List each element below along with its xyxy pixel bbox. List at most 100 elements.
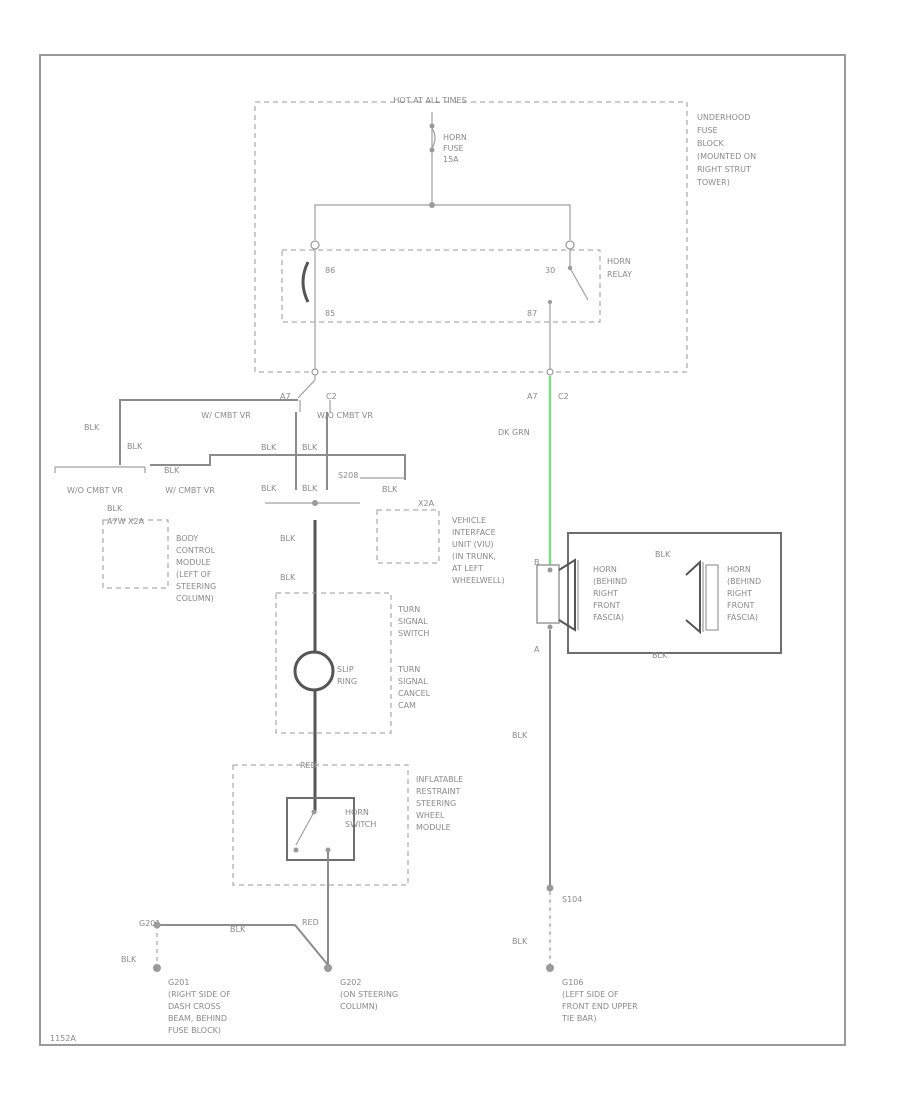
blk-wire-label-16: BLK xyxy=(512,731,528,740)
g201-ground-wire xyxy=(157,924,329,966)
split-stubs xyxy=(299,400,331,412)
underhood-fuse-block-outline xyxy=(254,101,688,373)
svg-text:(RIGHT SIDE OF: (RIGHT SIDE OF xyxy=(168,990,231,999)
svg-text:RESTRAINT: RESTRAINT xyxy=(416,787,461,796)
c2-left-pin: A7 xyxy=(280,392,291,401)
vim-pin-label: X2A xyxy=(418,499,435,508)
g106-ground-icon xyxy=(546,964,554,972)
svg-text:WHEELWELL): WHEELWELL) xyxy=(452,576,505,585)
svg-text:BEAM, BEHIND: BEAM, BEHIND xyxy=(168,1014,227,1023)
blk-wire-label-8: BLK xyxy=(382,485,398,494)
cmbt-vr-split-wire xyxy=(119,399,298,440)
lower-left-label: W/O CMBT VR xyxy=(67,486,123,495)
svg-text:FUSE: FUSE xyxy=(697,126,718,135)
svg-text:FRONT END UPPER: FRONT END UPPER xyxy=(562,1002,638,1011)
splice-s208-label: S208 xyxy=(338,471,358,480)
lower-right-label: W/ CMBT VR xyxy=(165,486,215,495)
blk-wire-label-12: BLK xyxy=(230,925,246,934)
airbag-module-label: INFLATABLE RESTRAINT STEERING WHEEL MODU… xyxy=(416,775,463,832)
split-left-label: W/ CMBT VR xyxy=(201,411,251,420)
c2-right-terminal xyxy=(546,368,554,376)
g201-s-label: G201 xyxy=(139,919,160,928)
blk-harness-wire xyxy=(119,440,406,480)
bcm-connector-bar xyxy=(54,466,146,473)
blk-wire-label-6: BLK xyxy=(261,484,277,493)
svg-text:FRONT: FRONT xyxy=(593,601,620,610)
svg-text:MODULE: MODULE xyxy=(176,558,211,567)
horn-switch-pivot xyxy=(311,809,317,815)
blk-wire-label-14: BLK xyxy=(655,550,671,559)
blk-wire-label-5: BLK xyxy=(302,443,318,452)
red-wire-label-2: RED xyxy=(302,918,319,927)
svg-text:(MOUNTED ON: (MOUNTED ON xyxy=(697,152,756,161)
c2-left-label: C2 xyxy=(326,392,337,401)
g201-ground-icon xyxy=(153,964,161,972)
svg-text:WHEEL: WHEEL xyxy=(416,811,445,820)
blk-wire-label-4: BLK xyxy=(261,443,277,452)
fuse-to-relay-bus xyxy=(314,204,571,240)
horn-assembly-box xyxy=(567,532,782,654)
horn-relay-label: HORN RELAY xyxy=(607,257,632,279)
svg-text:HORN: HORN xyxy=(345,808,369,817)
svg-text:SWITCH: SWITCH xyxy=(398,629,429,638)
outer-frame xyxy=(39,54,846,1046)
svg-text:TURN: TURN xyxy=(397,605,420,614)
horn-fuse-label: HORN FUSE 15A xyxy=(443,133,467,164)
blk-wire-label-11: BLK xyxy=(280,573,296,582)
svg-text:RING: RING xyxy=(337,677,357,686)
left-horn-icon xyxy=(536,558,579,632)
bcm-label: BODY CONTROL MODULE (LEFT OF STEERING CO… xyxy=(176,534,216,603)
relay-terminal-86 xyxy=(310,240,320,250)
svg-text:15A: 15A xyxy=(443,155,459,164)
svg-text:HORN: HORN xyxy=(443,133,467,142)
split-right-label: W/O CMBT VR xyxy=(317,411,373,420)
svg-text:TURN: TURN xyxy=(397,665,420,674)
vehicle-interface-unit-outline xyxy=(376,509,440,564)
svg-text:SIGNAL: SIGNAL xyxy=(398,617,428,626)
horn-switch-contact-right xyxy=(325,847,331,853)
red-wire-label-1: RED xyxy=(300,761,317,770)
blk-wire-label-15: BLK xyxy=(652,651,668,660)
bcm-pin-labels: A7W X2A xyxy=(107,517,145,526)
svg-text:FRONT: FRONT xyxy=(727,601,754,610)
g201-description: G201 (RIGHT SIDE OF DASH CROSS BEAM, BEH… xyxy=(168,978,231,1035)
relay-contact-87 xyxy=(548,300,552,304)
svg-text:CAM: CAM xyxy=(398,701,416,710)
blk-wire-label-9: BLK xyxy=(107,504,123,513)
svg-text:INFLATABLE: INFLATABLE xyxy=(416,775,463,784)
svg-text:CANCEL: CANCEL xyxy=(398,689,431,698)
horn-pin-b-dot xyxy=(547,567,553,573)
svg-text:SWITCH: SWITCH xyxy=(345,820,376,829)
svg-text:FUSE BLOCK): FUSE BLOCK) xyxy=(168,1026,221,1035)
horn-switch-box xyxy=(286,797,355,861)
svg-text:COLUMN): COLUMN) xyxy=(176,594,214,603)
svg-text:FUSE: FUSE xyxy=(443,144,464,153)
s104-label: S104 xyxy=(562,895,582,904)
svg-text:RIGHT: RIGHT xyxy=(593,589,618,598)
g106-description: G106 (LEFT SIDE OF FRONT END UPPER TIE B… xyxy=(561,978,638,1023)
svg-text:HORN: HORN xyxy=(607,257,631,266)
svg-text:COLUMN): COLUMN) xyxy=(340,1002,378,1011)
blk-wire-label-10: BLK xyxy=(280,534,296,543)
pin-30-label: 30 xyxy=(545,266,555,275)
body-control-module-outline xyxy=(102,519,169,589)
svg-text:STEERING: STEERING xyxy=(176,582,216,591)
figure-id: 1152A xyxy=(50,1034,76,1043)
fuse-block-label: UNDERHOOD FUSE BLOCK (MOUNTED ON RIGHT S… xyxy=(696,113,756,187)
svg-text:RELAY: RELAY xyxy=(607,270,632,279)
svg-text:SLIP: SLIP xyxy=(337,665,354,674)
svg-text:G106: G106 xyxy=(562,978,583,987)
c2-right-label: C2 xyxy=(558,392,569,401)
horn-switch-label: HORN SWITCH xyxy=(345,808,376,829)
svg-text:STEERING: STEERING xyxy=(416,799,456,808)
left-horn-label: HORN (BEHIND RIGHT FRONT FASCIA) xyxy=(593,565,627,622)
splice-s208-dot xyxy=(312,500,318,506)
horn-pin-a-dot xyxy=(547,624,553,630)
svg-text:RIGHT STRUT: RIGHT STRUT xyxy=(697,165,751,174)
blk-wire-label-1: BLK xyxy=(84,423,100,432)
svg-text:SIGNAL: SIGNAL xyxy=(398,677,428,686)
svg-text:VEHICLE: VEHICLE xyxy=(452,516,486,525)
pin-86-label: 86 xyxy=(325,266,335,275)
svg-text:BLOCK: BLOCK xyxy=(697,139,725,148)
